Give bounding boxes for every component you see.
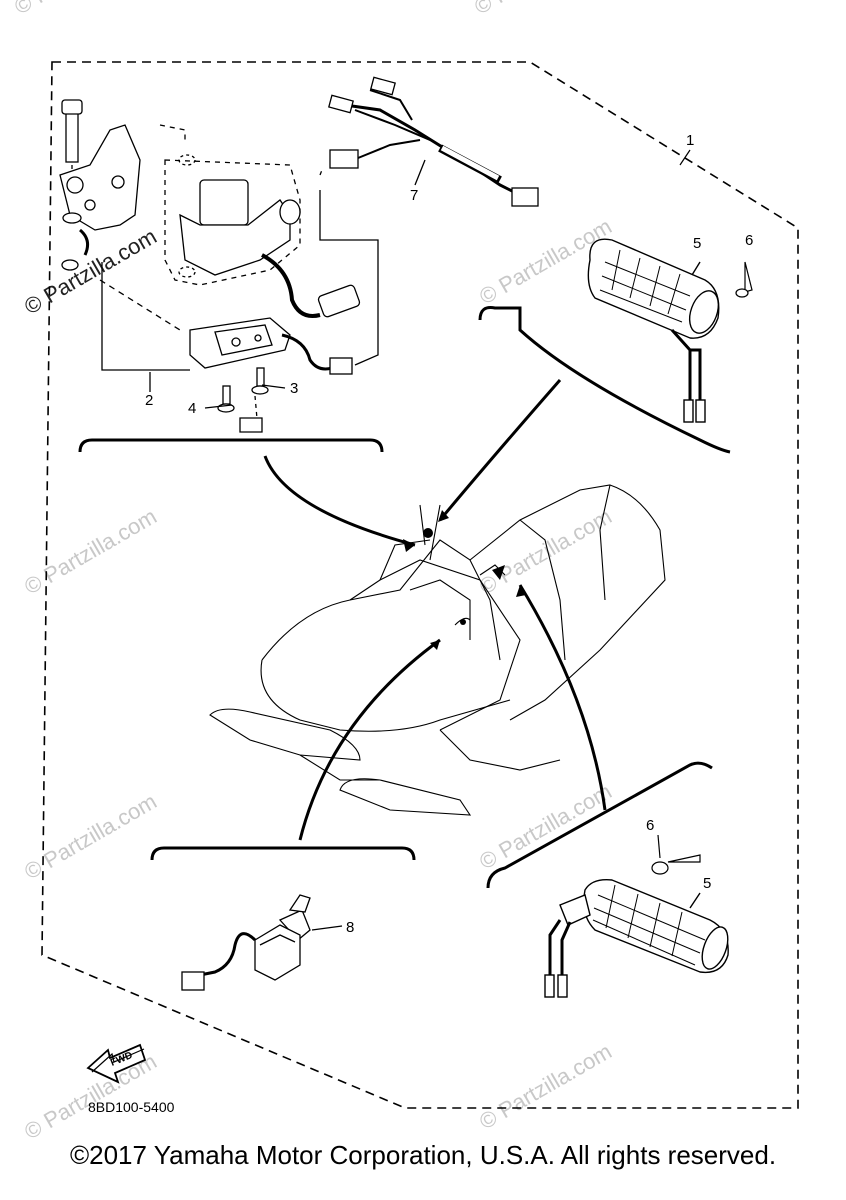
screw-6-top (735, 261, 753, 298)
callout-8: 8 (346, 919, 354, 936)
watermark: © Partzilla.com (470, 0, 611, 19)
watermark: © Partzilla.com (20, 504, 161, 600)
leader-line (679, 149, 691, 166)
toggle-switch (181, 894, 311, 991)
heated-grip-right (587, 238, 720, 423)
connection-arrows (263, 379, 607, 841)
callout-2: 2 (145, 392, 153, 409)
watermark: © Partzilla.com (475, 504, 616, 600)
detail-frame (478, 306, 731, 454)
callout-5-top: 5 (693, 235, 701, 252)
mount-markers (423, 528, 505, 625)
watermark: © Partzilla.com (475, 1039, 616, 1135)
watermark: © Partzilla.com (20, 789, 161, 885)
leader-line (311, 925, 343, 931)
arrow-heads (403, 510, 526, 650)
callout-5-bottom: 5 (703, 875, 711, 892)
kit-boundary (41, 61, 799, 1109)
callout-4: 4 (188, 400, 196, 417)
control-box-assembly (59, 99, 379, 433)
callout-3: 3 (290, 380, 298, 397)
diagram-code: 8BD100-5400 (88, 1099, 175, 1115)
callout-6-top: 6 (745, 232, 753, 249)
heated-grip-left (544, 879, 729, 998)
screw-6-bottom (651, 834, 701, 875)
callout-7: 7 (410, 187, 418, 204)
callout-6-bottom: 6 (646, 817, 654, 834)
snowmobile-outline (209, 484, 666, 816)
watermark: © Partzilla.com (475, 779, 616, 875)
watermark: © Partzilla.com (10, 0, 151, 19)
detail-frame (486, 761, 713, 889)
detail-frame (78, 438, 384, 453)
wire-harness (328, 76, 539, 207)
fwd-arrow: FWD (86, 1043, 147, 1084)
copyright-notice: ©2017 Yamaha Motor Corporation, U.S.A. A… (69, 1140, 777, 1170)
detail-frame (150, 846, 416, 861)
callout-1: 1 (686, 132, 694, 149)
